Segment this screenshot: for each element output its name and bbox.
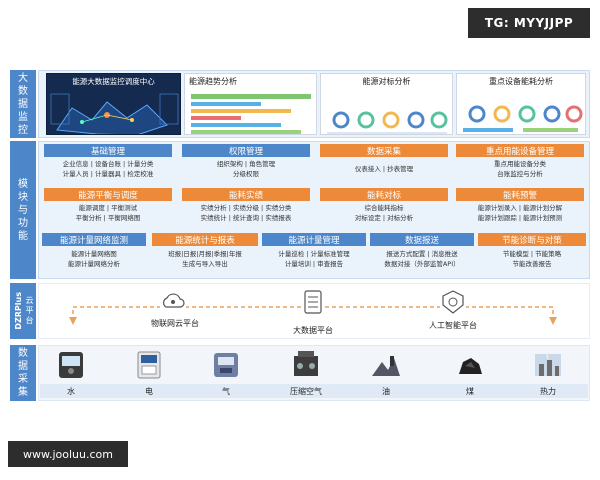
compressed-air-icon <box>290 348 322 382</box>
watermark-bottom: www.jooluu.com <box>8 441 128 467</box>
module-metering: 能源计量管理 计量巡检 | 计量标准管理 计量培训 | 审查报告 <box>262 233 366 275</box>
oil-icon <box>370 352 402 380</box>
big-data-icon <box>302 289 324 315</box>
coal-icon <box>455 352 485 380</box>
watermark-top: TG: MYYJJPP <box>468 8 590 38</box>
cloud-suffix: 云平台 <box>25 296 34 325</box>
gas-meter-icon <box>211 350 241 380</box>
collect-label-water: 水 <box>67 387 75 396</box>
ai-platform-icon <box>440 289 466 315</box>
watermark-top-text: TG: MYYJJPP <box>484 16 574 30</box>
module-network: 能源计量网络监测 能源计量网络图 能源计量网络分析 <box>42 233 146 275</box>
module-header: 数据采集 <box>320 144 448 157</box>
section-label-cloud: DZRPlus 云平台 <box>10 283 36 339</box>
collect-label-electric: 电 <box>145 387 153 396</box>
module-line: 组织架构 | 角色管理 <box>216 160 276 168</box>
module-line: 分级权限 <box>233 170 259 178</box>
module-line: 能源调度 | 平衡测试 <box>78 204 138 212</box>
module-balance: 能源平衡与调度 能源调度 | 平衡测试 平衡分析 | 平衡网络图 <box>44 188 172 228</box>
equipment-graphic <box>463 105 583 132</box>
module-header: 能耗预警 <box>456 188 584 201</box>
module-header: 能耗对标 <box>320 188 448 201</box>
screen-title: 能源趋势分析 <box>189 77 237 86</box>
module-basic: 基础管理 企业信息 | 设备台账 | 计量分类 计量人员 | 计量器具 | 检定… <box>44 144 172 184</box>
map-graphic <box>50 93 179 134</box>
benchmark-graphic <box>327 111 448 134</box>
module-line: 数据对接（外部监管API） <box>384 260 460 268</box>
screen-title: 能源大数据监控调度中心 <box>72 77 155 86</box>
module-line: 计量培训 | 审查报告 <box>284 260 344 268</box>
module-header: 基础管理 <box>44 144 172 157</box>
heat-icon <box>533 350 563 380</box>
section-label-modules: 模块与功能 <box>10 141 36 279</box>
module-line: 仪表接入 | 抄表管理 <box>354 165 414 173</box>
collect-label-compressed-air: 压缩空气 <box>290 387 322 396</box>
module-header: 能耗实绩 <box>182 188 310 201</box>
module-line: 能源计划跟踪 | 能源计划预测 <box>477 214 563 222</box>
module-line: 班报|日报|月报|季报|年报 <box>168 250 242 258</box>
module-line: 能源计量网络分析 <box>68 260 120 268</box>
collect-label-oil: 油 <box>382 387 390 396</box>
collect-label-coal: 煤 <box>466 387 474 396</box>
screen-title: 能源对标分析 <box>362 77 411 86</box>
watermark-bottom-text: www.jooluu.com <box>23 447 113 461</box>
module-header: 数据报送 <box>370 233 474 246</box>
module-line: 企业信息 | 设备台账 | 计量分类 <box>62 160 154 168</box>
module-line: 平衡分析 | 平衡网络图 <box>75 214 141 222</box>
module-warning: 能耗预警 能源计划录入 | 能源计划分解 能源计划跟踪 | 能源计划预测 <box>456 188 584 228</box>
module-diagnosis: 节能诊断与对策 节能模型 | 节能策略 节能改善报告 <box>478 233 586 275</box>
module-reporting: 数据报送 报送方式配置 | 消息推送 数据对接（外部监管API） <box>370 233 474 275</box>
module-line: 实绩分析 | 实绩分级 | 实绩分类 <box>200 204 292 212</box>
module-line: 报送方式配置 | 消息推送 <box>386 250 458 258</box>
module-performance: 能耗实绩 实绩分析 | 实绩分级 | 实绩分类 实绩统计 | 统计查询 | 实绩… <box>182 188 310 228</box>
screen-monitor-center: 能源大数据监控调度中心 <box>46 73 181 135</box>
screen-trend: 能源趋势分析 <box>184 73 317 135</box>
big-data-label: 大数据平台 <box>293 326 333 335</box>
module-line: 对标设定 | 对标分析 <box>354 214 414 222</box>
module-header: 能源计量网络监测 <box>42 233 146 246</box>
collect-label-heat: 热力 <box>540 387 556 396</box>
module-line: 能源计量网络图 <box>71 250 117 258</box>
module-line: 综合能耗指标 <box>364 204 404 212</box>
ai-platform-label: 人工智能平台 <box>429 321 477 330</box>
section-label-collect: 数据采集 <box>10 345 36 401</box>
module-header: 能源统计与报表 <box>152 233 258 246</box>
module-header: 节能诊断与对策 <box>478 233 586 246</box>
screen-benchmark: 能源对标分析 <box>320 73 453 135</box>
electric-meter-icon <box>134 350 164 380</box>
module-line: 节能模型 | 节能策略 <box>502 250 562 258</box>
module-permission: 权限管理 组织架构 | 角色管理 分级权限 <box>182 144 310 184</box>
screen-title: 重点设备能耗分析 <box>489 77 553 86</box>
module-line: 重点用能设备分类 <box>494 160 546 168</box>
module-line: 计量巡检 | 计量标准管理 <box>278 250 350 258</box>
iot-cloud-icon <box>160 290 186 314</box>
collect-label-gas: 气 <box>222 387 230 396</box>
module-header: 权限管理 <box>182 144 310 157</box>
module-line: 台账监控与分析 <box>497 170 543 178</box>
screen-equipment: 重点设备能耗分析 <box>456 73 586 135</box>
trend-graphic <box>191 94 311 134</box>
collect-bar <box>40 384 588 398</box>
module-line: 节能改善报告 <box>512 260 552 268</box>
iot-cloud-label: 物联网云平台 <box>151 319 199 328</box>
module-line: 能源计划录入 | 能源计划分解 <box>477 204 563 212</box>
module-header: 能源计量管理 <box>262 233 366 246</box>
section-label-monitor: 大数据监控 <box>10 70 36 138</box>
module-line: 实绩统计 | 统计查询 | 实绩报表 <box>200 214 292 222</box>
modules-band <box>38 141 590 279</box>
module-header: 能源平衡与调度 <box>44 188 172 201</box>
module-line: 生成与导入导出 <box>182 260 228 268</box>
water-meter-icon <box>56 350 86 380</box>
module-line: 计量人员 | 计量器具 | 检定校准 <box>62 170 154 178</box>
module-data-collect: 数据采集 仪表接入 | 抄表管理 <box>320 144 448 184</box>
cloud-prefix: DZRPlus <box>14 292 23 330</box>
module-key-equipment: 重点用能设备管理 重点用能设备分类 台账监控与分析 <box>456 144 584 184</box>
module-statistics: 能源统计与报表 班报|日报|月报|季报|年报 生成与导入导出 <box>152 233 258 275</box>
module-benchmark: 能耗对标 综合能耗指标 对标设定 | 对标分析 <box>320 188 448 228</box>
module-header: 重点用能设备管理 <box>456 144 584 157</box>
